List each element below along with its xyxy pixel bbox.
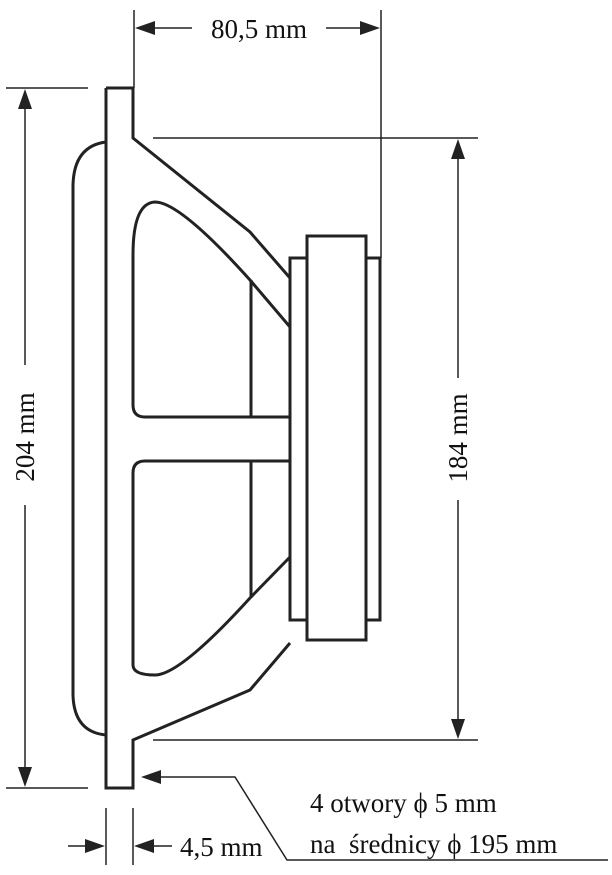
cutout-height-label: 184 mm — [443, 393, 473, 482]
depth-label: 80,5 mm — [211, 14, 307, 44]
basket-window-upper — [131, 200, 292, 328]
arrow-right-icon — [85, 839, 105, 853]
leader-line — [160, 776, 608, 861]
dimension-depth: 80,5 mm — [133, 10, 382, 258]
arrow-down-icon — [451, 719, 465, 739]
speaker-surround — [71, 140, 107, 737]
arrow-up-icon — [451, 139, 465, 159]
basket-window-upper-inner — [131, 255, 290, 419]
arrow-left-icon — [134, 839, 154, 853]
dimension-outer-height: 204 mm — [6, 87, 88, 789]
arrow-left-icon — [135, 21, 155, 35]
arrow-up-icon — [18, 89, 32, 109]
arrow-down-icon — [18, 767, 32, 787]
flange-thickness-label: 4,5 mm — [180, 832, 263, 862]
basket-window-lower — [131, 459, 292, 677]
note-line-2: na średnicy ϕ 195 mm — [310, 829, 557, 859]
speaker-outline — [71, 86, 382, 790]
outer-height-label: 204 mm — [10, 392, 40, 481]
note-line-1: 4 otwory ϕ 5 mm — [310, 788, 497, 818]
mounting-holes-callout: 4 otwory ϕ 5 mm na średnicy ϕ 195 mm — [141, 770, 608, 861]
speaker-frame — [104, 86, 292, 790]
arrow-right-icon — [360, 21, 380, 35]
dimension-flange-thickness: 4,5 mm — [68, 808, 263, 865]
arrow-left-icon — [141, 770, 161, 784]
dimension-cutout-height: 184 mm — [153, 137, 478, 741]
magnet-ring — [305, 234, 368, 642]
